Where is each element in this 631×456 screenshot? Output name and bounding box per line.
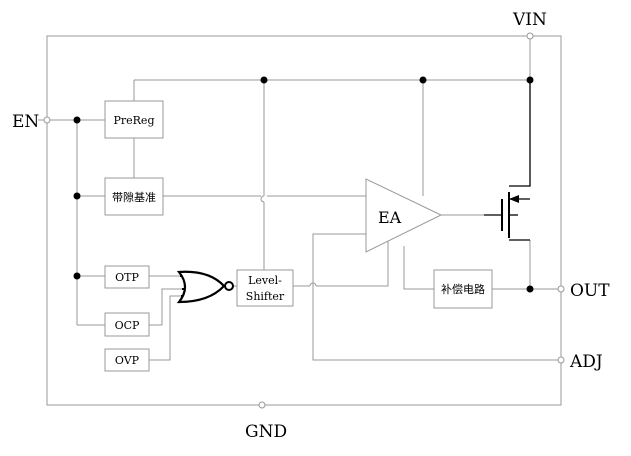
error-amplifier (365, 178, 443, 253)
ocp-label: OCP (115, 319, 140, 332)
chip-outline (46, 35, 562, 406)
gnd-terminal (258, 401, 266, 409)
vin-terminal (526, 32, 534, 40)
en-pin-label: EN (12, 112, 39, 132)
nand-inversion-bubble (224, 281, 234, 291)
ovp-label: OVP (115, 354, 140, 367)
pass-transistor (484, 80, 531, 241)
junction-dots (73, 76, 534, 293)
en-terminal (43, 116, 51, 124)
bandgap-label: 带隙基准 (112, 190, 156, 204)
adj-pin-label: ADJ (569, 352, 603, 372)
ea-label: EA (378, 208, 402, 227)
out-pin-label: OUT (570, 281, 610, 301)
compensation-block (433, 269, 493, 309)
ovp-block (104, 348, 150, 372)
prereg-label: PreReg (113, 114, 154, 127)
level-shifter-label-line1: Level- (248, 274, 282, 287)
protection-wires (149, 275, 182, 361)
prereg-block (104, 100, 164, 139)
supply-rail (133, 36, 531, 270)
otp-block (104, 265, 150, 289)
en-bus (38, 119, 105, 326)
vin-pin-label: VIN (512, 10, 547, 30)
level-shifter-block (236, 269, 294, 307)
nand-gate (176, 270, 234, 304)
out-terminal (557, 285, 565, 293)
otp-label: OTP (115, 271, 139, 284)
compensation-label: 补偿电路 (441, 282, 485, 296)
adj-feedback-wire (312, 233, 561, 361)
adj-terminal (557, 356, 565, 364)
bandgap-block (104, 177, 164, 216)
gnd-pin-label: GND (245, 422, 287, 442)
ocp-block (104, 312, 150, 337)
level-shifter-label-line2: Shifter (246, 290, 285, 303)
